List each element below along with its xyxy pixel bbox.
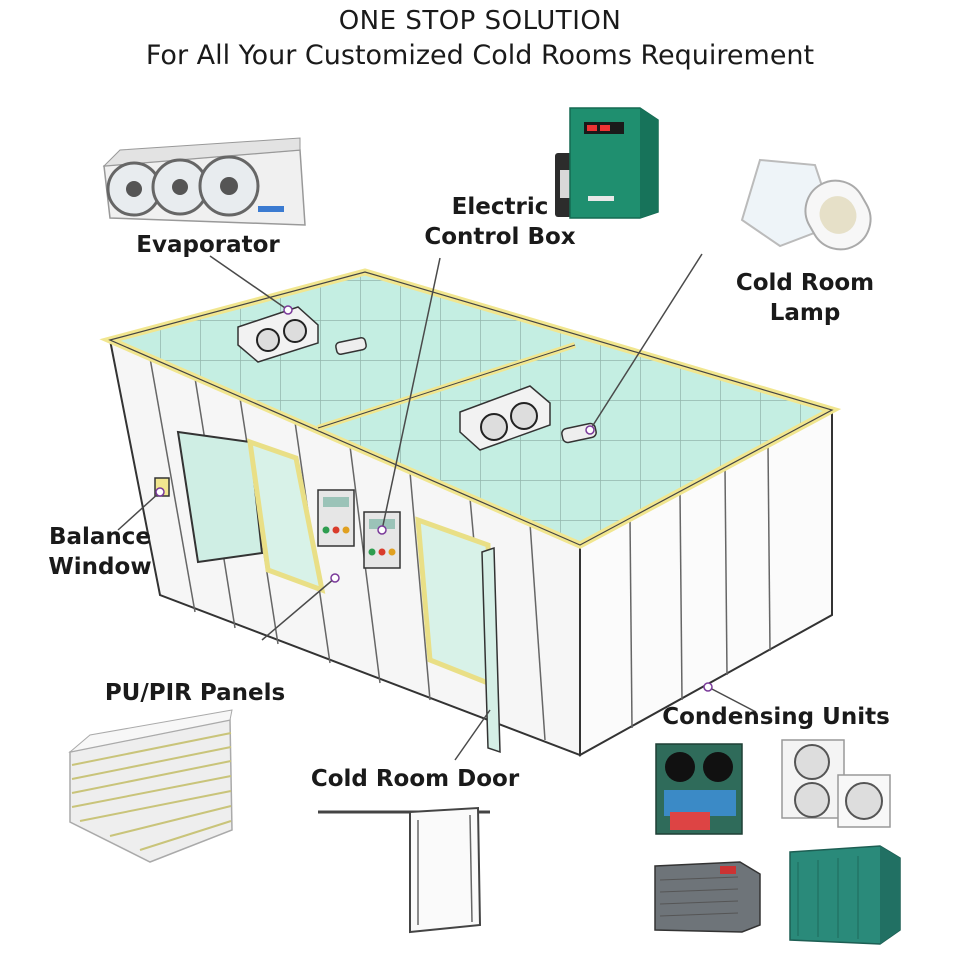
label-electric-control-box: Electric Control Box [415, 192, 585, 252]
title-line-1: ONE STOP SOLUTION [338, 6, 622, 36]
condensing-unit-4 [789, 845, 901, 945]
leader-lines [117, 253, 757, 761]
label-balance-window: Balance Window [30, 522, 170, 582]
label-pu-pir-panels: PU/PIR Panels [104, 680, 286, 706]
label-cold-room-lamp: Cold Room Lamp [725, 268, 885, 328]
title-line-2: For All Your Customized Cold Rooms Requi… [145, 40, 815, 71]
label-balance-window-line-1: Balance [48, 524, 152, 550]
roof-lamp-1 [335, 337, 367, 355]
label-electric-control-box-line-2: Control Box [424, 224, 576, 250]
sliding-door-panel [481, 546, 501, 754]
roof-evaporator-1 [237, 306, 319, 363]
label-balance-window-line-2: Window [48, 554, 152, 580]
label-cold-room-lamp-line-2: Lamp [769, 300, 841, 326]
label-condensing-units: Condensing Units [662, 704, 890, 730]
leader-dots [155, 305, 713, 692]
cold-room [99, 268, 842, 757]
wall-control-box-2 [363, 511, 401, 569]
main-doorway [415, 516, 496, 689]
cold-room-lamp-unit [740, 158, 872, 251]
wall-control-box-1 [317, 489, 355, 547]
label-electric-control-box-line-1: Electric [451, 194, 549, 220]
label-cold-room-lamp-line-1: Cold Room [735, 270, 875, 296]
condensing-unit-1 [655, 743, 743, 835]
cold-room-door-unit [318, 806, 490, 934]
condensing-unit-3 [654, 861, 761, 933]
electric-control-box-unit [555, 107, 659, 219]
condensing-unit-2 [781, 739, 891, 828]
label-evaporator: Evaporator [136, 232, 280, 258]
evaporator-unit [102, 137, 306, 226]
roof-evaporator-2 [459, 385, 551, 451]
label-cold-room-door: Cold Room Door [310, 766, 520, 792]
pu-pir-panels-stack [68, 709, 233, 863]
left-door-open [176, 430, 264, 564]
